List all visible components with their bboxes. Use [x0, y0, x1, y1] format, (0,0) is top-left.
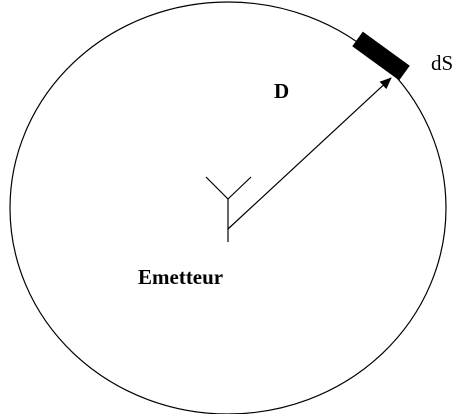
radiation-sphere — [9, 1, 447, 414]
surface-element-ds — [352, 31, 410, 81]
distance-arrow — [227, 77, 392, 230]
antenna-icon — [205, 176, 252, 242]
distance-label: D — [274, 79, 289, 103]
surface-element-label: dS — [431, 51, 453, 75]
emitter-label: Emetteur — [138, 265, 223, 289]
